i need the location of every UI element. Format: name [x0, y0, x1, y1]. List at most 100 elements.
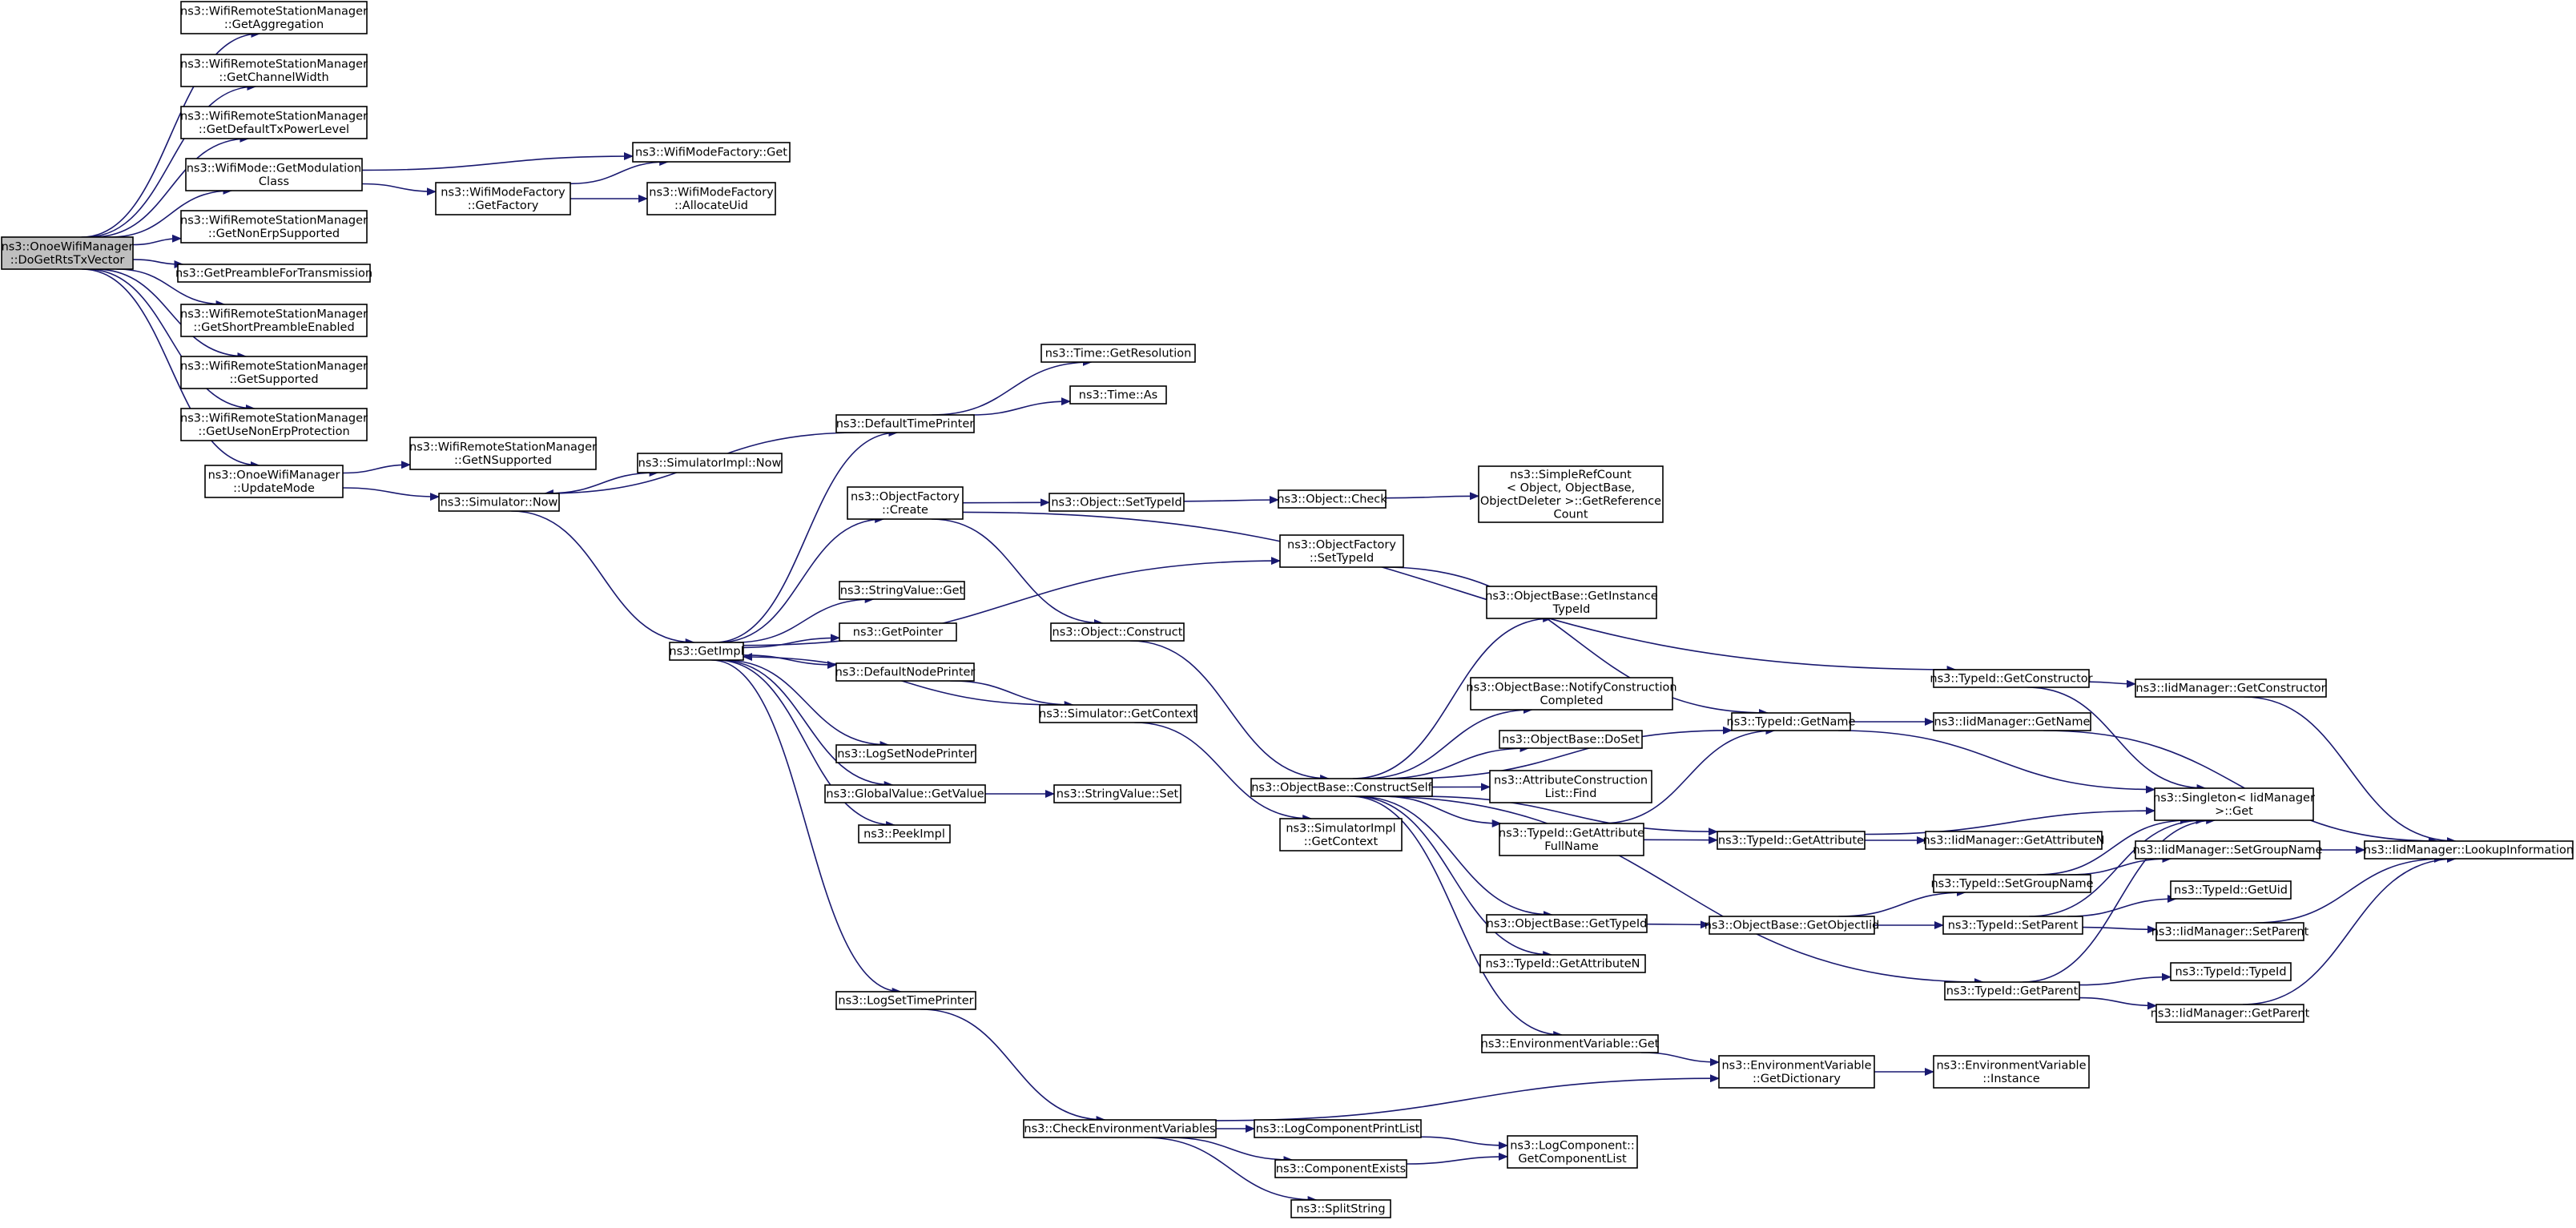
- node-tidsetpar[interactable]: ns3::TypeId::SetParent: [1942, 916, 2083, 935]
- node-objcheck[interactable]: ns3::Object::Check: [1277, 489, 1387, 509]
- node-getptr[interactable]: ns3::GetPointer: [839, 622, 957, 642]
- node-logsetnp[interactable]: ns3::LogSetNodePrinter: [835, 744, 976, 763]
- edge-root-to-getsup: [95, 268, 248, 360]
- node-strget[interactable]: ns3::StringValue::Get: [839, 581, 965, 600]
- node-srcget[interactable]: ns3::SimpleRefCount< Object, ObjectBase,…: [1478, 465, 1664, 523]
- edge-tidgetcons-to-iidgetcons: [2088, 679, 2136, 688]
- node-update[interactable]: ns3::OnoeWifiManager::UpdateMode: [204, 465, 344, 498]
- node-wmfget[interactable]: ns3::WifiModeFactory::Get: [632, 142, 791, 163]
- node-cev[interactable]: ns3::CheckEnvironmentVariables: [1023, 1119, 1217, 1138]
- node-label-line: ns3::ObjectBase::GetObjectIid: [1705, 920, 1880, 932]
- edge-tidsetpar-to-tidgetuid: [2067, 895, 2177, 917]
- node-iidgetcons[interactable]: ns3::IidManager::GetConstructor: [2135, 678, 2327, 698]
- node-ofcreate[interactable]: ns3::ObjectFactory::Create: [847, 486, 964, 520]
- node-tidgetname[interactable]: ns3::TypeId::GetName: [1727, 712, 1856, 731]
- node-box: [1069, 385, 1167, 405]
- node-singget[interactable]: ns3::Singleton< IidManager>::Get: [2153, 787, 2315, 821]
- node-peek[interactable]: ns3::PeekImpl: [858, 824, 951, 843]
- node-box: [2135, 840, 2320, 860]
- node-obcs[interactable]: ns3::ObjectBase::ConstructSelf: [1250, 778, 1433, 797]
- node-lcgcl[interactable]: ns3::LogComponent::GetComponentList: [1507, 1135, 1638, 1169]
- node-strset[interactable]: ns3::StringValue::Set: [1053, 784, 1181, 803]
- edge-tidsetpar-to-iidsetpar: [2082, 925, 2157, 934]
- node-iidsetgn[interactable]: ns3::IidManager::SetGroupName: [2132, 840, 2323, 860]
- node-tidtid[interactable]: ns3::TypeId::TypeId: [2170, 962, 2292, 981]
- node-objsettid[interactable]: ns3::Object::SetTypeId: [1049, 493, 1185, 512]
- node-iidgetname[interactable]: ns3::IidManager::GetName: [1933, 712, 2091, 731]
- node-envget[interactable]: ns3::EnvironmentVariable::Get: [1481, 1034, 1660, 1053]
- node-simctx[interactable]: ns3::Simulator::GetContext: [1039, 704, 1197, 723]
- node-label-line: ns3::StringValue::Get: [840, 585, 964, 598]
- node-dtp[interactable]: ns3::DefaultTimePrinter: [835, 414, 975, 433]
- node-getpre[interactable]: ns3::GetPreambleForTransmission: [175, 264, 372, 283]
- node-label-line: ns3::WifiRemoteStationManager: [180, 5, 368, 18]
- edge-compexists-to-lcgcl: [1406, 1152, 1508, 1165]
- node-box: [180, 1, 368, 34]
- node-envdict[interactable]: ns3::EnvironmentVariable::GetDictionary: [1718, 1055, 1875, 1089]
- node-tidgetattrn[interactable]: ns3::TypeId::GetAttributeN: [1479, 954, 1646, 973]
- node-getsup[interactable]: ns3::WifiRemoteStationManager::GetSuppor…: [180, 356, 368, 389]
- node-box: [1933, 874, 2091, 893]
- node-box: [1279, 818, 1403, 852]
- node-iidlookup[interactable]: ns3::IidManager::LookupInformation: [2364, 840, 2574, 860]
- node-getdtx[interactable]: ns3::WifiRemoteStationManager::GetDefaul…: [180, 106, 368, 139]
- node-objcons[interactable]: ns3::Object::Construct: [1050, 622, 1185, 642]
- node-simnow[interactable]: ns3::Simulator::Now: [438, 493, 560, 512]
- node-obncc[interactable]: ns3::ObjectBase::NotifyConstructionCompl…: [1466, 677, 1677, 711]
- node-getcw[interactable]: ns3::WifiRemoteStationManager::GetChanne…: [180, 54, 368, 87]
- node-getshort[interactable]: ns3::WifiRemoteStationManager::GetShortP…: [180, 304, 368, 337]
- node-timeas[interactable]: ns3::Time::As: [1069, 385, 1167, 405]
- node-box: [180, 210, 368, 244]
- node-getuse[interactable]: ns3::WifiRemoteStationManager::GetUseNon…: [180, 408, 368, 441]
- node-wmfalloc[interactable]: ns3::WifiModeFactory::AllocateUid: [646, 182, 776, 215]
- node-tidgetpar[interactable]: ns3::TypeId::GetParent: [1944, 981, 2080, 1001]
- node-box: [2364, 840, 2574, 860]
- node-label-line: ns3::ObjectBase::GetTypeId: [1487, 918, 1648, 931]
- node-obgetoiid[interactable]: ns3::ObjectBase::GetObjectIid: [1705, 916, 1880, 935]
- node-obdoset[interactable]: ns3::ObjectBase::DoSet: [1499, 730, 1643, 749]
- edge-tidgetname-to-singget: [1838, 730, 2155, 794]
- node-label-line: ns3::Simulator::GetContext: [1039, 708, 1197, 721]
- node-tidgetattr[interactable]: ns3::TypeId::GetAttribute: [1717, 831, 1866, 850]
- node-getimpl[interactable]: ns3::GetImpl: [669, 642, 744, 661]
- node-box: [1290, 1199, 1391, 1218]
- node-gvget[interactable]: ns3::GlobalValue::GetValue: [824, 784, 986, 803]
- node-getnss[interactable]: ns3::WifiRemoteStationManager::GetNSuppo…: [409, 437, 597, 470]
- node-box: [1717, 831, 1866, 850]
- node-dnp[interactable]: ns3::DefaultNodePrinter: [835, 662, 976, 682]
- node-box: [858, 824, 951, 843]
- node-root[interactable]: ns3::OnoeWifiManager::DoGetRtsTxVector: [1, 236, 134, 270]
- node-obgettid[interactable]: ns3::ObjectBase::GetTypeId: [1486, 914, 1648, 933]
- edge-dtp-to-timeres: [932, 358, 1093, 416]
- node-label-line: ns3::LogComponentPrintList: [1256, 1123, 1420, 1136]
- node-getnonerp[interactable]: ns3::WifiRemoteStationManager::GetNonErp…: [180, 210, 368, 244]
- node-label-line: ns3::TypeId::GetName: [1727, 716, 1856, 729]
- node-envinst[interactable]: ns3::EnvironmentVariable::Instance: [1933, 1055, 2090, 1089]
- node-box: [1933, 669, 2090, 688]
- node-simimplctx[interactable]: ns3::SimulatorImpl::GetContext: [1279, 818, 1403, 852]
- node-iidgetattrn[interactable]: ns3::IidManager::GetAttributeN: [1922, 831, 2105, 850]
- node-iidsetpar[interactable]: ns3::IidManager::SetParent: [2151, 922, 2309, 941]
- node-tidgetcons[interactable]: ns3::TypeId::GetConstructor: [1930, 669, 2093, 688]
- node-logsettp[interactable]: ns3::LogSetTimePrinter: [835, 991, 976, 1010]
- node-simimplnow[interactable]: ns3::SimulatorImpl::Now: [637, 453, 783, 473]
- node-tidsetgn[interactable]: ns3::TypeId::SetGroupName: [1930, 874, 2094, 893]
- node-ofsettid[interactable]: ns3::ObjectFactory::SetTypeId: [1279, 534, 1404, 568]
- node-label-line: ns3::ObjectBase::GetInstance: [1485, 590, 1658, 602]
- node-timeres[interactable]: ns3::Time::GetResolution: [1040, 344, 1196, 363]
- node-box: [1942, 916, 2083, 935]
- node-getagg[interactable]: ns3::WifiRemoteStationManager::GetAggreg…: [180, 1, 368, 34]
- node-splitstr[interactable]: ns3::SplitString: [1290, 1199, 1391, 1218]
- node-box: [1489, 770, 1652, 803]
- node-lcpl[interactable]: ns3::LogComponentPrintList: [1254, 1119, 1422, 1138]
- node-box: [1, 236, 134, 270]
- node-compexists[interactable]: ns3::ComponentExists: [1274, 1159, 1407, 1178]
- node-label-line: ns3::Simulator::Now: [441, 497, 558, 509]
- node-tidgetuid[interactable]: ns3::TypeId::GetUid: [2170, 880, 2292, 900]
- node-wmfgetf[interactable]: ns3::WifiModeFactory::GetFactory: [435, 182, 571, 215]
- node-iidgetpar[interactable]: ns3::IidManager::GetParent: [2151, 1004, 2310, 1023]
